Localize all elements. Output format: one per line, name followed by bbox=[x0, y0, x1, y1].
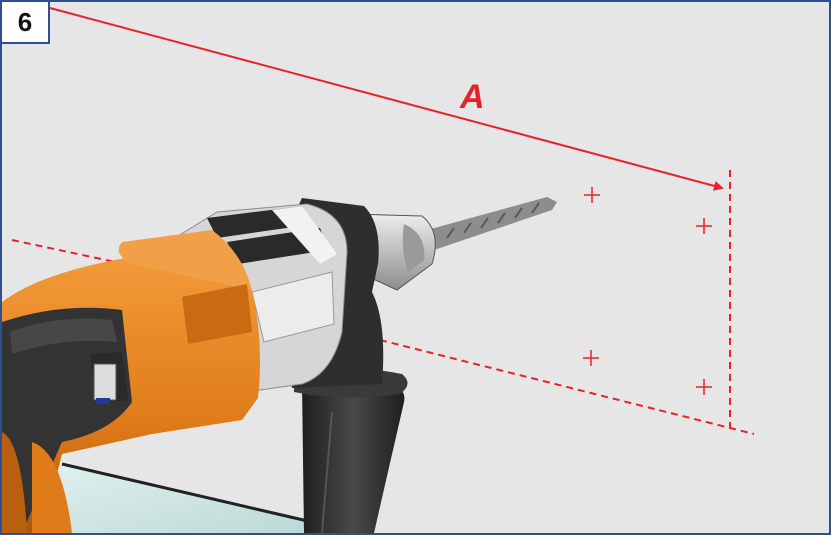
drill-hole-mark-bottom-left bbox=[583, 350, 599, 366]
drill-hole-mark-top-left bbox=[584, 187, 600, 203]
dimension-line-a bbox=[49, 7, 724, 191]
lower-reference-line bbox=[379, 339, 755, 435]
dimension-label: A bbox=[459, 78, 485, 116]
drill-hole-mark-top-right bbox=[696, 218, 712, 234]
glass-panel bbox=[61, 462, 313, 533]
drill-hole-mark-bottom-right bbox=[696, 379, 712, 395]
hammer-drill-illustration bbox=[2, 197, 557, 533]
step-number: 6 bbox=[2, 2, 50, 44]
